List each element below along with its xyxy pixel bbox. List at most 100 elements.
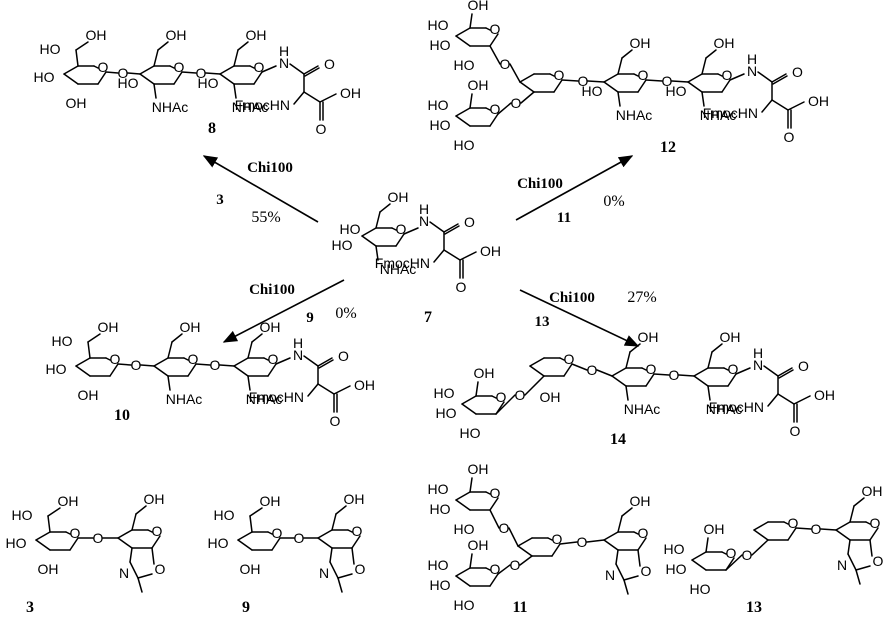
bond [469, 553, 473, 569]
ring-bond [97, 71, 107, 85]
c6-oh-label: OH [144, 491, 165, 507]
bond [778, 369, 794, 379]
bond [87, 333, 101, 343]
glycosidic-o-label: O [210, 357, 221, 373]
ring-bond [687, 73, 703, 83]
bond [140, 364, 155, 367]
bond [375, 245, 379, 261]
c4-ho-label: HO [214, 507, 235, 523]
amide-h-label: H [293, 335, 303, 351]
ring-bond [183, 357, 189, 361]
c3-ho-label: HO [46, 361, 67, 377]
bond [615, 549, 619, 565]
bond [375, 211, 381, 229]
ring-bond [721, 79, 731, 93]
c3-ho-label: HO [34, 69, 55, 85]
ring-bond [461, 395, 477, 405]
ring-bond [237, 539, 253, 551]
bond [524, 375, 545, 396]
ring-bond [603, 73, 619, 83]
fmochn-label: FmocHN [375, 255, 430, 271]
ring-bond [455, 499, 471, 511]
c3-ho-label: HO [6, 535, 27, 551]
ring-bond [783, 521, 789, 525]
bond [335, 505, 347, 515]
ring-bond [347, 529, 353, 533]
c6-oh-label: OH [704, 521, 725, 537]
oxazoline-n-label: N [837, 557, 847, 573]
glycosidic-o-label: O [662, 73, 673, 89]
bond [820, 528, 837, 531]
bond [75, 49, 79, 67]
c2-oh-label: OH [240, 561, 261, 577]
bond [711, 343, 723, 353]
bond [304, 67, 320, 77]
bond [233, 83, 237, 99]
ring-oxygen-label: O [554, 67, 565, 83]
yield-label-to-14: 27% [627, 289, 656, 306]
amide-n-label: N [279, 55, 289, 71]
ring-bond [361, 227, 377, 237]
bond [429, 221, 445, 233]
ring-bond [271, 537, 281, 551]
ring-bond [485, 491, 491, 495]
c6-oh-label: OH [344, 491, 365, 507]
bond [637, 549, 641, 567]
nhac-label: NHAc [380, 261, 417, 277]
bond [489, 45, 501, 65]
fmochn-label: FmocHN [249, 389, 304, 405]
ring-bond [351, 535, 361, 549]
bond [307, 383, 319, 397]
ring-bond [611, 375, 627, 387]
bond [219, 364, 235, 367]
reaction-arrows [202, 155, 640, 347]
ring-bond [753, 521, 769, 531]
bond [625, 385, 629, 401]
c3-ho-label: HO [198, 75, 219, 91]
bond [459, 251, 477, 261]
ring-bond [253, 71, 263, 85]
ring-bond [519, 81, 535, 93]
c6-oh-label: OH [468, 461, 489, 477]
fmochn-label: FmocHN [235, 97, 290, 113]
amide-n-label: N [419, 213, 429, 229]
bond [701, 91, 705, 107]
glycosidic-o-label: O [294, 530, 305, 546]
ring-bond [633, 73, 639, 77]
bond [317, 357, 333, 367]
bond [489, 509, 500, 529]
acid-oh-label: OH [340, 85, 361, 101]
ring-bond [637, 79, 647, 93]
ring-bond [549, 73, 555, 77]
bond [847, 553, 857, 571]
oxazoline-n-label: N [119, 565, 129, 581]
c2-ho-label: HO [454, 137, 475, 153]
bond [157, 41, 169, 51]
c2-ho-label: HO [690, 581, 711, 597]
c3-ho-label: HO [436, 405, 457, 421]
ring-oxygen-label: O [496, 389, 507, 405]
ring-bond [559, 357, 565, 361]
ring-bond [485, 107, 491, 111]
ring-bond [117, 529, 133, 539]
c3-ho-label: HO [430, 501, 451, 517]
glycosidic-o-label: O [499, 520, 510, 536]
ring-bond [691, 559, 707, 571]
c6-oh-label: OH [714, 35, 735, 51]
bond [181, 71, 197, 74]
glycosidic-o-label: O [510, 557, 521, 573]
ring-oxygen-label: O [268, 351, 279, 367]
ring-oxygen-label: O [552, 531, 563, 547]
bond [331, 513, 337, 531]
bond [520, 91, 535, 104]
bond [751, 539, 769, 556]
bond [249, 515, 253, 533]
c3-ho-label: HO [118, 75, 139, 91]
ring-bond [35, 539, 51, 551]
c4-ho-label: HO [40, 41, 61, 57]
arrow-to-8 [202, 155, 319, 223]
c2-oh-label: OH [66, 95, 87, 111]
